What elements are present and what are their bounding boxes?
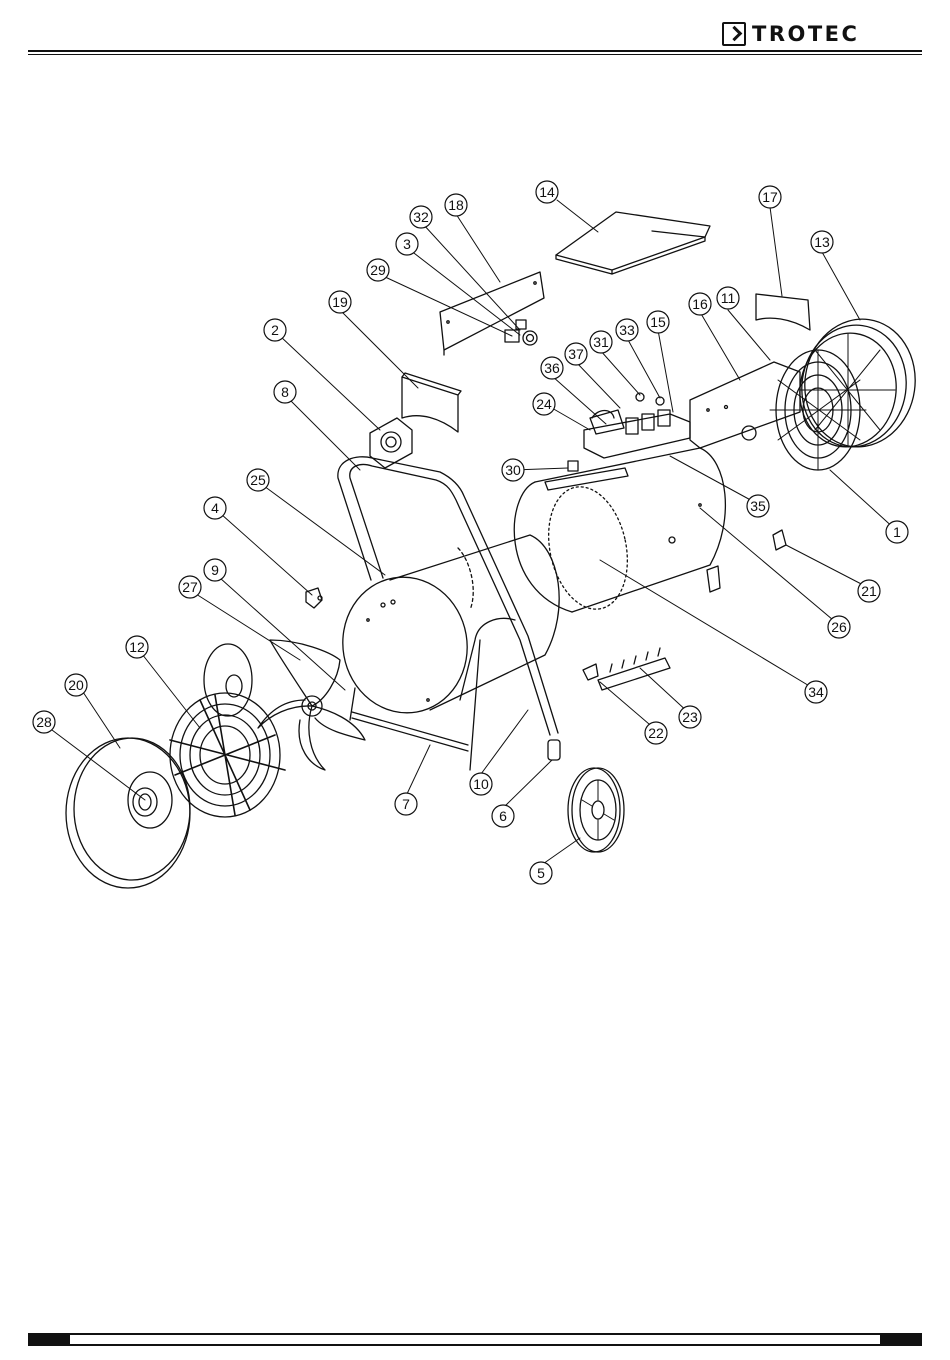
callout-4: 4: [204, 497, 226, 519]
callout-24: 24: [533, 393, 555, 415]
wheel: [568, 768, 624, 852]
callout-34: 34: [805, 681, 827, 703]
callout-6: 6: [492, 805, 514, 827]
callout-number: 29: [370, 262, 386, 278]
callout-number: 37: [568, 346, 584, 362]
callout-22: 22: [645, 722, 667, 744]
callout-number: 14: [539, 184, 555, 200]
power-socket: [370, 418, 412, 468]
callout-number: 26: [831, 619, 847, 635]
callout-number: 27: [182, 579, 198, 595]
callout-3: 3: [396, 233, 418, 255]
front-cover-ring: [66, 738, 190, 888]
callout-number: 21: [861, 583, 877, 599]
callout-13: 13: [811, 231, 833, 253]
mounting-clip: [707, 530, 786, 592]
callout-12: 12: [126, 636, 148, 658]
callout-number: 13: [814, 234, 830, 250]
callout-18: 18: [445, 194, 467, 216]
callout-number: 36: [544, 360, 560, 376]
callout-25: 25: [247, 469, 269, 491]
callout-number: 25: [250, 472, 266, 488]
callout-number: 15: [650, 314, 666, 330]
callout-number: 24: [536, 396, 552, 412]
callout-number: 18: [448, 197, 464, 213]
callout-33: 33: [616, 319, 638, 341]
callout-11: 11: [717, 287, 739, 309]
callout-number: 16: [692, 296, 708, 312]
top-cover-panel: [556, 212, 710, 274]
callout-19: 19: [329, 291, 351, 313]
callout-1: 1: [886, 521, 908, 543]
callout-number: 3: [403, 236, 411, 252]
callout-number: 6: [499, 808, 507, 824]
motor-plate: [204, 644, 252, 716]
callout-number: 5: [537, 865, 545, 881]
callout-30: 30: [502, 459, 524, 481]
callout-number: 4: [211, 500, 219, 516]
callout-5: 5: [530, 862, 552, 884]
callout-14: 14: [536, 181, 558, 203]
heating-element-housing: [514, 448, 725, 617]
callout-10: 10: [470, 773, 492, 795]
callout-21: 21: [858, 580, 880, 602]
callout-number: 12: [129, 639, 145, 655]
callout-number: 22: [648, 725, 664, 741]
rubber-foot: [548, 740, 560, 760]
callout-17: 17: [759, 186, 781, 208]
callout-number: 31: [593, 334, 609, 350]
callout-31: 31: [590, 331, 612, 353]
callout-number: 19: [332, 294, 348, 310]
callout-number: 30: [505, 462, 521, 478]
callout-15: 15: [647, 311, 669, 333]
callout-29: 29: [367, 259, 389, 281]
callout-20: 20: [65, 674, 87, 696]
terminal-block-assembly: [584, 393, 690, 458]
rear-housing-ring: [793, 312, 924, 454]
callout-7: 7: [395, 793, 417, 815]
callout-number: 8: [281, 384, 289, 400]
callout-9: 9: [204, 559, 226, 581]
footer-bar-inner: [70, 1335, 880, 1344]
callout-number: 17: [762, 189, 778, 205]
callout-26: 26: [828, 616, 850, 638]
callout-number: 1: [893, 524, 901, 540]
callout-8: 8: [274, 381, 296, 403]
callout-number: 2: [271, 322, 279, 338]
rear-cover-plate: [756, 294, 810, 330]
callout-37: 37: [565, 343, 587, 365]
callout-16: 16: [689, 293, 711, 315]
callout-number: 33: [619, 322, 635, 338]
callout-28: 28: [33, 711, 55, 733]
callout-35: 35: [747, 495, 769, 517]
callout-2: 2: [264, 319, 286, 341]
callout-32: 32: [410, 206, 432, 228]
callout-number: 7: [402, 796, 410, 812]
callout-number: 9: [211, 562, 219, 578]
callout-36: 36: [541, 357, 563, 379]
callout-number: 28: [36, 714, 52, 730]
callout-number: 10: [473, 776, 489, 792]
callout-number: 20: [68, 677, 84, 693]
callout-number: 11: [721, 290, 736, 306]
callout-number: 35: [750, 498, 766, 514]
switch-assembly: [505, 320, 537, 345]
callout-27: 27: [179, 576, 201, 598]
knob: [306, 588, 322, 608]
callout-number: 34: [808, 684, 824, 700]
bracket-plate: [402, 373, 461, 432]
callout-number: 23: [682, 709, 698, 725]
callout-23: 23: [679, 706, 701, 728]
callout-number: 32: [413, 209, 429, 225]
